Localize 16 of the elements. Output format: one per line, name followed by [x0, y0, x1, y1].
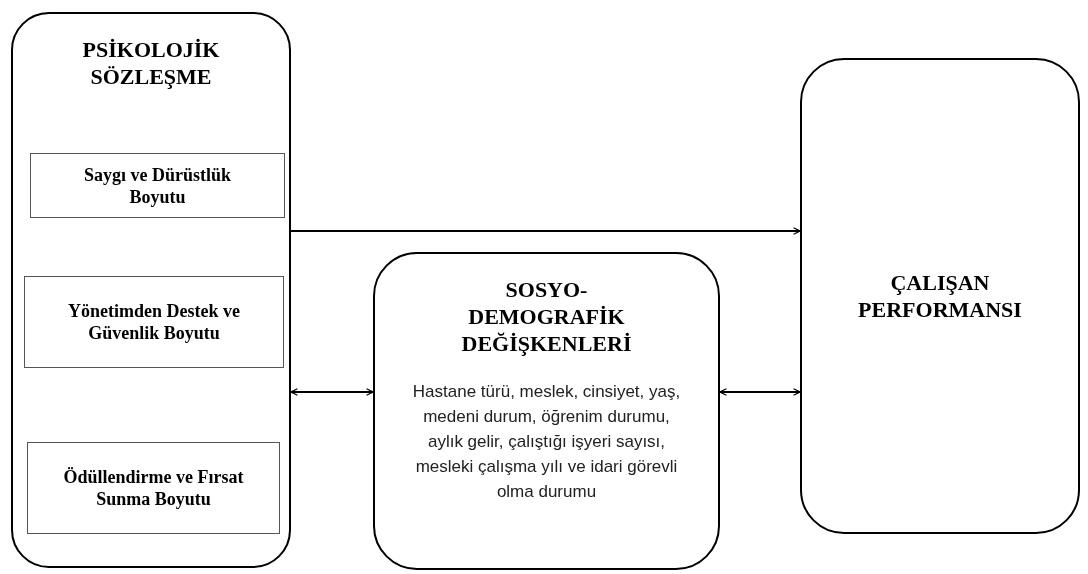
- variables-box: [373, 252, 720, 570]
- box-heading: PSİKOLOJİK SÖZLEŞME: [81, 36, 221, 90]
- box-heading: SOSYO-DEMOGRAFİK DEĞİŞKENLERİ: [460, 276, 633, 357]
- dimension-box: [30, 153, 285, 218]
- dimension-box: [27, 442, 280, 534]
- group-box: [11, 12, 291, 568]
- box-text: Yönetimden Destek ve Güvenlik Boyutu: [67, 300, 241, 344]
- dimension-box: [24, 276, 284, 368]
- box-body-text: Hastane türü, meslek, cinsiyet, yaş, medeni durum, öğrenim durumu, aylık gelir, çalıştığı işyeri sayısı, mesleki çalışma yılı ve idari görevli olma durumu: [411, 381, 682, 503]
- box-text: Saygı ve Dürüstlük Boyutu: [82, 163, 232, 208]
- arrow: [290, 227, 801, 235]
- arrow: [290, 388, 374, 396]
- box-heading: ÇALIŞAN PERFORMANSI: [857, 269, 1023, 323]
- arrow: [719, 388, 801, 396]
- outcome-box: [800, 58, 1080, 534]
- box-text: Ödüllendirme ve Fırsat Sunma Boyutu: [62, 466, 245, 510]
